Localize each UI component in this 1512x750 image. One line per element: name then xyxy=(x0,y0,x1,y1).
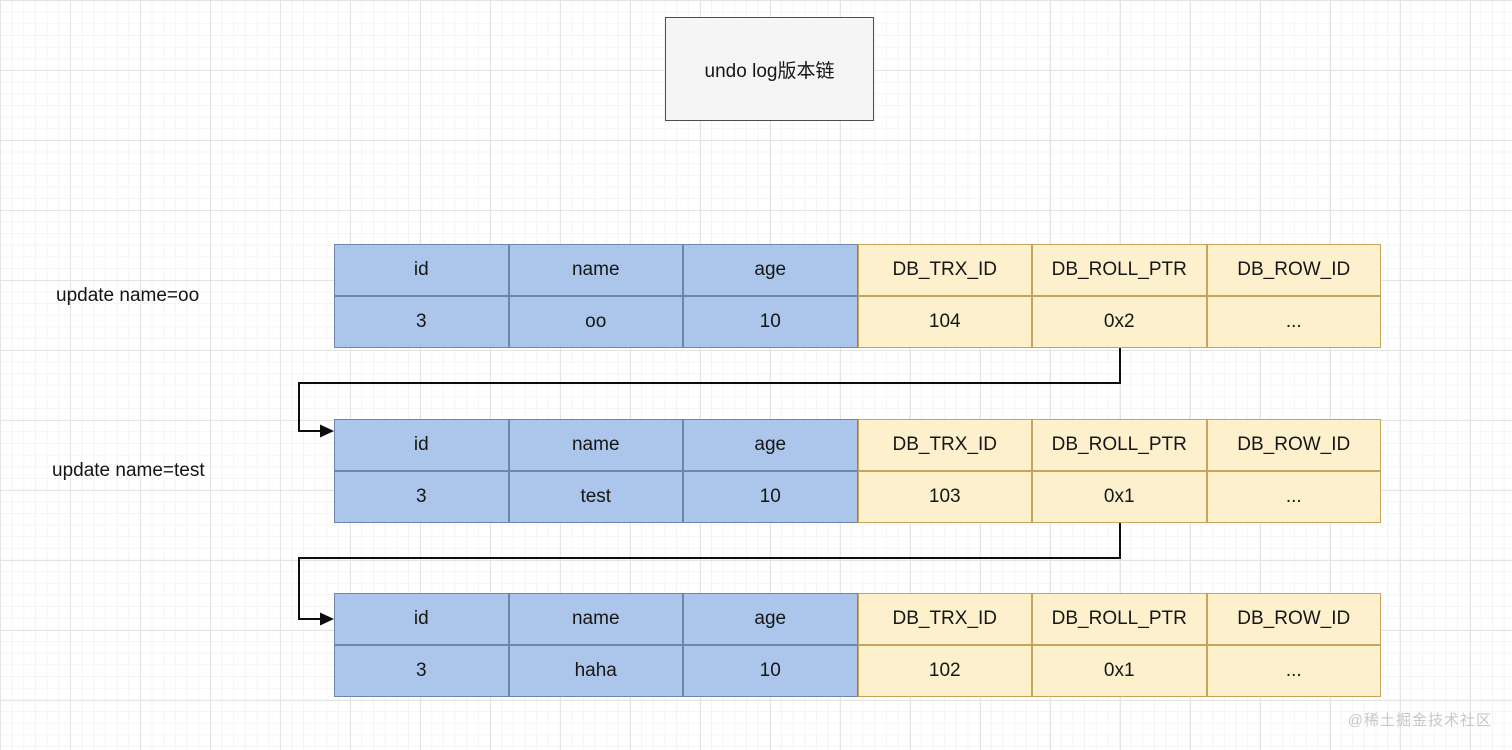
value-id: 3 xyxy=(334,471,509,523)
header-id: id xyxy=(334,419,509,471)
header-db-roll-ptr: DB_ROLL_PTR xyxy=(1032,244,1207,296)
value-id: 3 xyxy=(334,296,509,348)
value-name: haha xyxy=(508,645,683,697)
value-db-roll-ptr: 0x1 xyxy=(1032,471,1207,523)
diagram-title: undo log版本链 xyxy=(704,60,835,82)
version-table-3: id name age DB_TRX_ID DB_ROLL_PTR DB_ROW… xyxy=(334,593,1381,697)
roll-ptr-arrow-2 xyxy=(298,523,1121,626)
annotation-update-name-oo: update name=oo xyxy=(56,285,200,306)
value-db-row-id: ... xyxy=(1206,296,1381,348)
value-db-trx-id: 103 xyxy=(857,471,1032,523)
arrowhead-icon xyxy=(320,612,334,626)
header-age: age xyxy=(683,419,858,471)
version-table-2: id name age DB_TRX_ID DB_ROLL_PTR DB_ROW… xyxy=(334,419,1381,523)
header-db-row-id: DB_ROW_ID xyxy=(1206,244,1381,296)
version-table-1: id name age DB_TRX_ID DB_ROLL_PTR DB_ROW… xyxy=(334,244,1381,348)
value-db-trx-id: 104 xyxy=(857,296,1032,348)
annotation-update-name-test: update name=test xyxy=(52,460,205,481)
value-age: 10 xyxy=(683,296,858,348)
header-db-roll-ptr: DB_ROLL_PTR xyxy=(1032,593,1207,645)
value-name: test xyxy=(508,471,683,523)
header-db-trx-id: DB_TRX_ID xyxy=(857,244,1032,296)
header-age: age xyxy=(683,244,858,296)
value-db-row-id: ... xyxy=(1206,645,1381,697)
header-name: name xyxy=(508,593,683,645)
arrowhead-icon xyxy=(320,424,334,438)
header-id: id xyxy=(334,244,509,296)
header-db-trx-id: DB_TRX_ID xyxy=(857,419,1032,471)
header-db-row-id: DB_ROW_ID xyxy=(1206,593,1381,645)
value-age: 10 xyxy=(683,645,858,697)
header-db-roll-ptr: DB_ROLL_PTR xyxy=(1032,419,1207,471)
value-id: 3 xyxy=(334,645,509,697)
value-age: 10 xyxy=(683,471,858,523)
header-name: name xyxy=(508,244,683,296)
roll-ptr-arrow-1 xyxy=(298,348,1121,438)
title-box: undo log版本链 xyxy=(665,17,874,121)
header-db-row-id: DB_ROW_ID xyxy=(1206,419,1381,471)
header-age: age xyxy=(683,593,858,645)
header-name: name xyxy=(508,419,683,471)
header-db-trx-id: DB_TRX_ID xyxy=(857,593,1032,645)
value-db-roll-ptr: 0x2 xyxy=(1032,296,1207,348)
value-db-roll-ptr: 0x1 xyxy=(1032,645,1207,697)
value-db-row-id: ... xyxy=(1206,471,1381,523)
watermark: @稀土掘金技术社区 xyxy=(1347,712,1492,729)
value-db-trx-id: 102 xyxy=(857,645,1032,697)
header-id: id xyxy=(334,593,509,645)
value-name: oo xyxy=(508,296,683,348)
